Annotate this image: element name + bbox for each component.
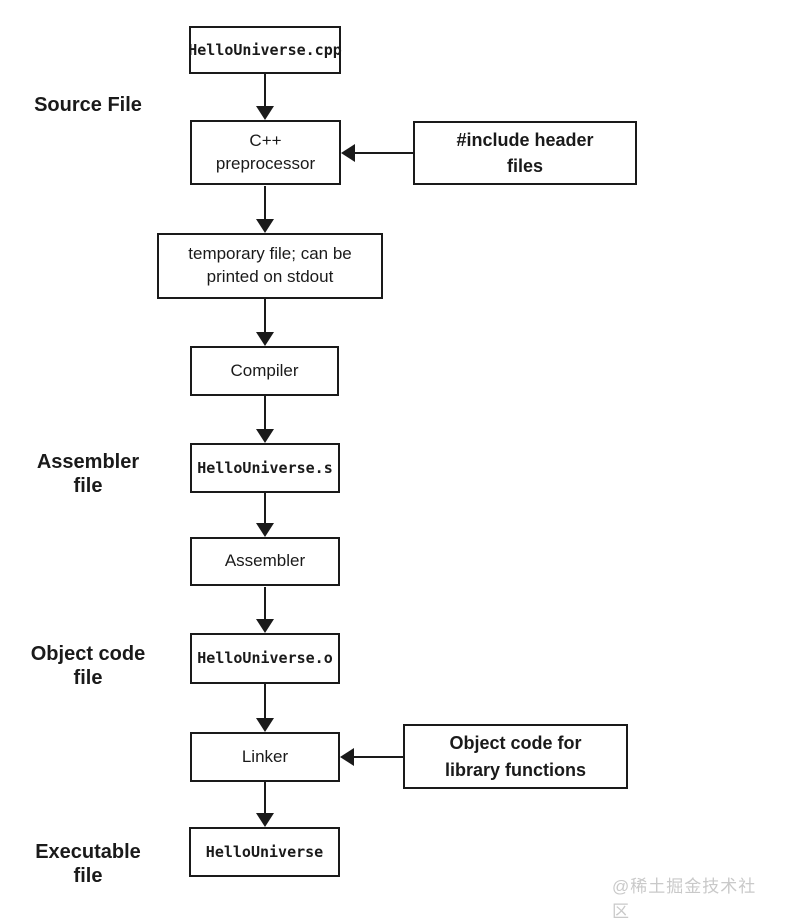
node-executable: HelloUniverse (189, 827, 340, 877)
node-assembler-file: HelloUniverse.s (190, 443, 340, 493)
node-object-file: HelloUniverse.o (190, 633, 340, 684)
label-source-file: Source File (34, 94, 142, 116)
node-include-headers: #include header files (413, 121, 637, 185)
arrow-tempfile-to-compiler (264, 299, 266, 332)
arrow-compiler-to-assemblerfile (264, 396, 266, 429)
arrow-source-to-preprocessor (264, 74, 266, 106)
node-linker: Linker (190, 732, 340, 782)
node-object-library: Object code for library functions (403, 724, 628, 789)
node-assembler: Assembler (190, 537, 340, 586)
arrow-linker-to-executable (264, 782, 266, 813)
node-temp-file: temporary file; can be printed on stdout (157, 233, 383, 299)
label-object-code-file: Object code file (30, 643, 146, 689)
node-source-file: HelloUniverse.cpp (188, 26, 342, 74)
arrow-objlib-to-linker (354, 756, 403, 758)
node-preprocessor: C++ preprocessor (190, 120, 341, 185)
node-compiler: Compiler (190, 346, 339, 396)
label-executable-file: Executable file (35, 841, 141, 887)
arrow-objectfile-to-linker (264, 684, 266, 718)
arrow-include-to-preprocessor (355, 152, 413, 154)
arrow-preprocessor-to-tempfile (264, 186, 266, 219)
label-assembler-file: Assembler file (36, 451, 140, 497)
arrow-assemblerfile-to-assembler (264, 493, 266, 523)
arrow-assembler-to-objectfile (264, 587, 266, 619)
watermark-text: @稀土掘金技术社区 (612, 877, 757, 918)
